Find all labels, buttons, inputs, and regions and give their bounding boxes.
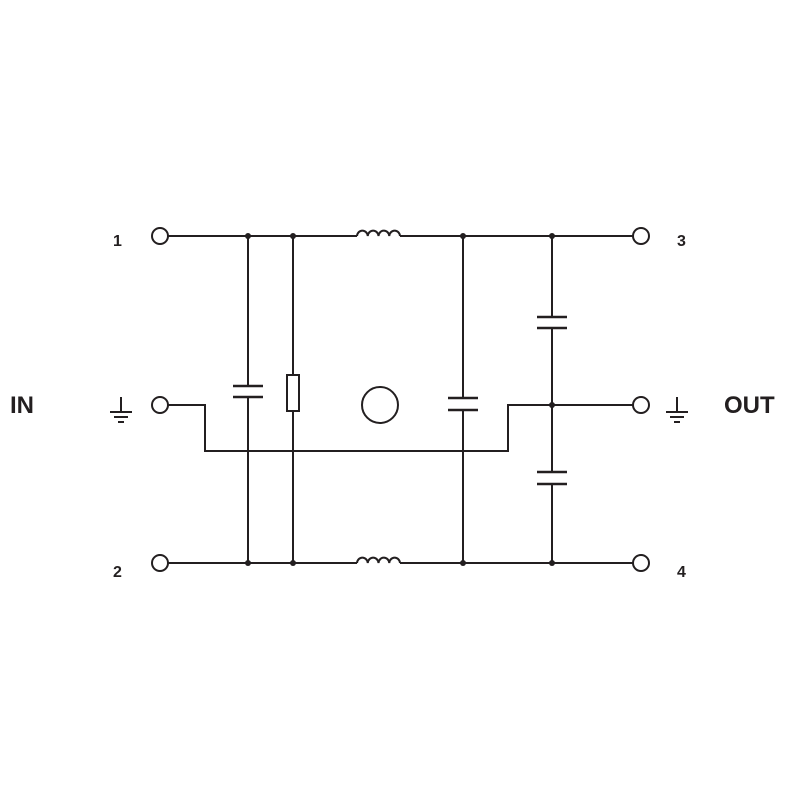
pin-1-label: 1: [113, 233, 122, 250]
terminal-2: [151, 554, 169, 572]
junction-dot: [290, 233, 296, 239]
junction-dot: [460, 560, 466, 566]
junction-dot: [290, 560, 296, 566]
output-side-label: OUT: [724, 392, 775, 419]
terminal-1: [151, 227, 169, 245]
input-ground-rail: [168, 404, 633, 452]
bottom-inductor: [356, 556, 401, 564]
discharge-resistor: [286, 236, 300, 563]
terminal-3: [632, 227, 650, 245]
junction-dot: [549, 560, 555, 566]
terminal-4: [632, 554, 650, 572]
terminal-output-ground: [632, 396, 650, 414]
pin-4-label: 4: [677, 564, 686, 581]
junction-dot: [245, 560, 251, 566]
junction-dots: [245, 233, 555, 566]
input-ground-icon: [110, 397, 132, 423]
input-capacitor: [233, 236, 263, 563]
output-ground-icon: [666, 397, 688, 423]
upper-y-capacitor: [537, 236, 567, 405]
junction-dot: [549, 233, 555, 239]
terminal-input-ground: [151, 396, 169, 414]
circle-element: [361, 386, 399, 424]
junction-dot: [549, 402, 555, 408]
top-inductor: [356, 229, 401, 237]
pin-3-label: 3: [677, 233, 686, 250]
junction-dot: [245, 233, 251, 239]
input-side-label: IN: [10, 392, 34, 419]
lower-y-capacitor: [537, 405, 567, 563]
junction-dot: [460, 233, 466, 239]
middle-capacitor: [448, 236, 478, 563]
pin-2-label: 2: [113, 564, 122, 581]
